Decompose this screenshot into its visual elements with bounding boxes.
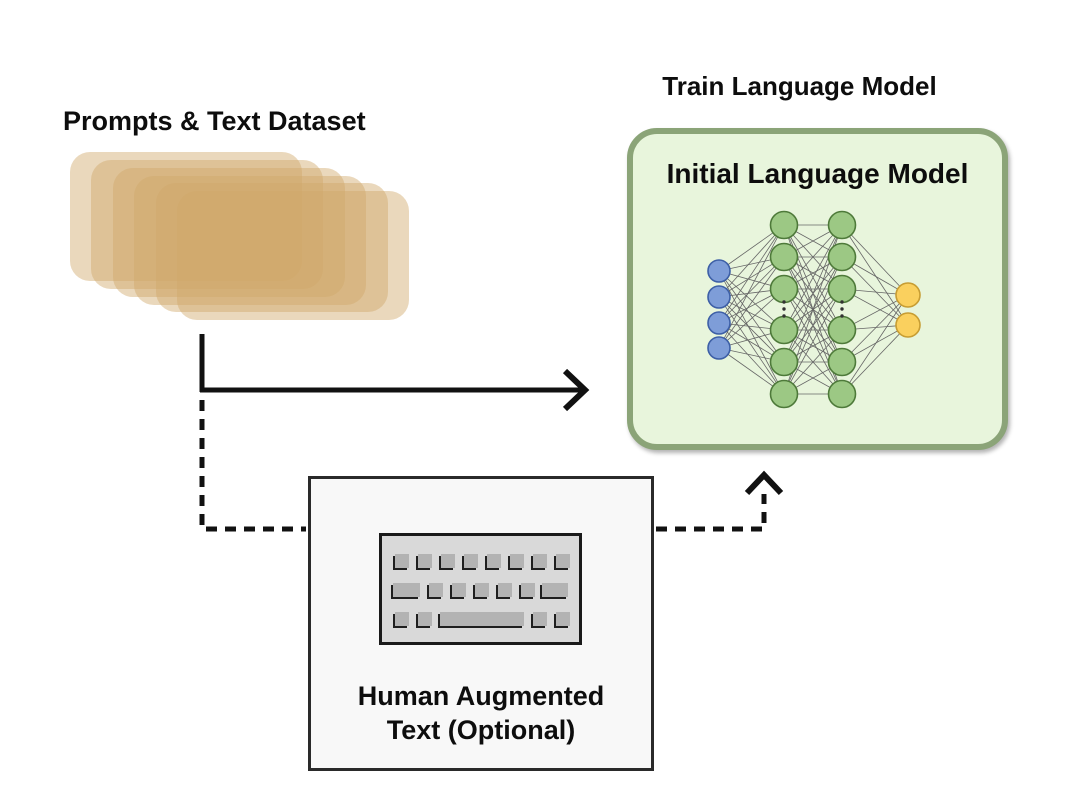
up-arrowhead-icon <box>744 470 784 496</box>
human-augmented-label: Human Augmented Text (Optional) <box>357 681 605 745</box>
train-model-label: Train Language Model <box>662 71 937 101</box>
dataset-to-human-dashed-line <box>199 400 306 532</box>
human-to-model-dashed-line <box>656 494 767 532</box>
dataset-card <box>113 168 345 297</box>
neural-network-illustration <box>707 210 921 409</box>
dataset-card <box>134 176 366 305</box>
keyboard-icon <box>379 533 582 645</box>
dataset-card <box>70 152 302 281</box>
initial-model-box: Initial Language Model <box>627 128 1008 450</box>
human-augmented-box: Human Augmented Text (Optional) <box>308 476 654 771</box>
initial-model-label: Initial Language Model <box>666 158 969 189</box>
dataset-card <box>177 191 409 320</box>
dataset-card <box>91 160 323 289</box>
prompts-dataset-label: Prompts & Text Dataset <box>63 106 366 136</box>
right-arrowhead-icon <box>562 368 590 412</box>
dataset-card <box>156 183 388 312</box>
